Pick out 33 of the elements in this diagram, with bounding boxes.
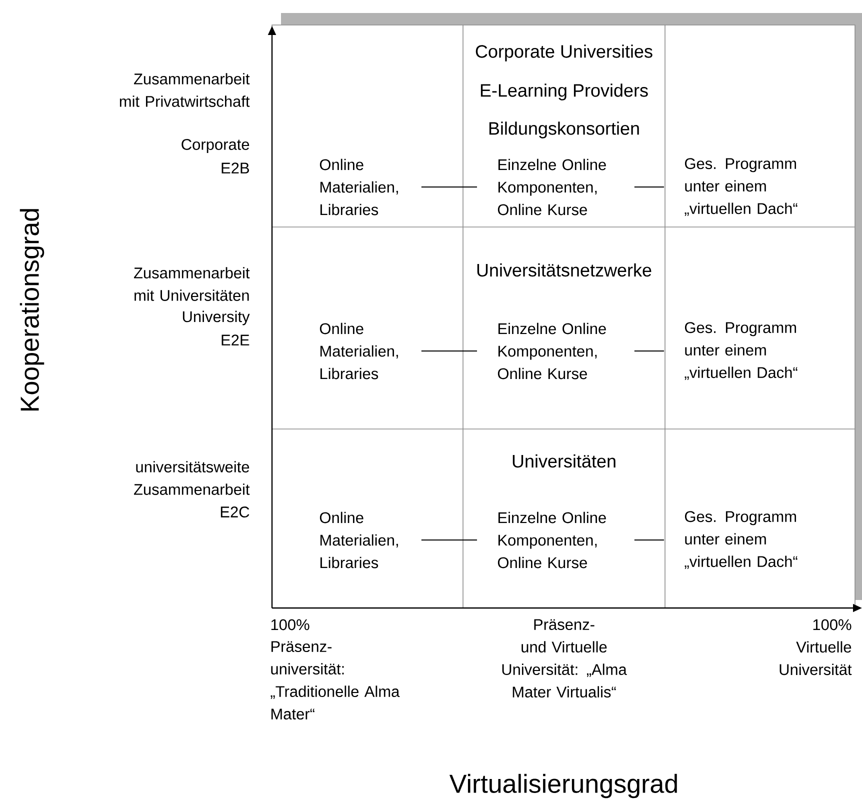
row-label: Zusammenarbeit mit Privatwirtschaft [120,73,250,107]
cell-text: Online Materialien, Libraries [320,158,398,216]
cell-text: Online Materialien, Libraries [320,322,398,380]
row-label: universitätsweite Zusammenarbeit [134,461,250,495]
connector-line [420,350,478,352]
axis-title: Kooperationsgrad [20,209,44,410]
row-label: Zusammenarbeit mit Universitäten [134,267,250,301]
tick-label: 100% [813,619,852,630]
cell-text: Einzelne Online Komponenten, Online Kurse [498,322,606,380]
row-label: E2C [220,506,250,518]
tick-label: Präsenz- universität: „Traditionelle Alma Mater“ [270,641,400,720]
row-label: University [182,310,250,326]
category-heading: Universitäten [512,454,616,468]
connector-line [420,186,478,188]
row-label: Corporate [182,138,250,154]
cell-text: Einzelne Online Komponenten, Online Kurse [498,512,606,568]
connector-line [634,186,664,188]
axis-title: Virtualisierungsgrad [449,774,677,798]
cell-text: Ges. Programm unter einem „virtuellen Dach“ [684,322,798,380]
category-heading: Corporate Universities [476,44,652,62]
cell-text: Ges. Programm unter einem „virtuellen Dach“ [684,511,798,569]
connector-line [634,350,664,352]
tick-label: Virtuelle Universität [780,641,852,676]
category-heading: E-Learning Providers [480,84,648,100]
tick-label: Präsenz- und Virtuelle Universität: „Alma Mater Virtualis“ [502,619,627,698]
category-heading: Universitätsnetzwerke [477,263,652,277]
cell-text: Online Materialien, Libraries [320,512,398,568]
tick-label: 100% [271,619,310,630]
cell-text: Einzelne Online Komponenten, Online Kurse [498,158,606,216]
category-heading: Bildungskonsortien [489,122,639,138]
row-label: E2B [222,162,249,174]
row-label: E2E [222,334,250,346]
cell-text: Ges. Programm unter einem „virtuellen Dach“ [684,158,798,216]
